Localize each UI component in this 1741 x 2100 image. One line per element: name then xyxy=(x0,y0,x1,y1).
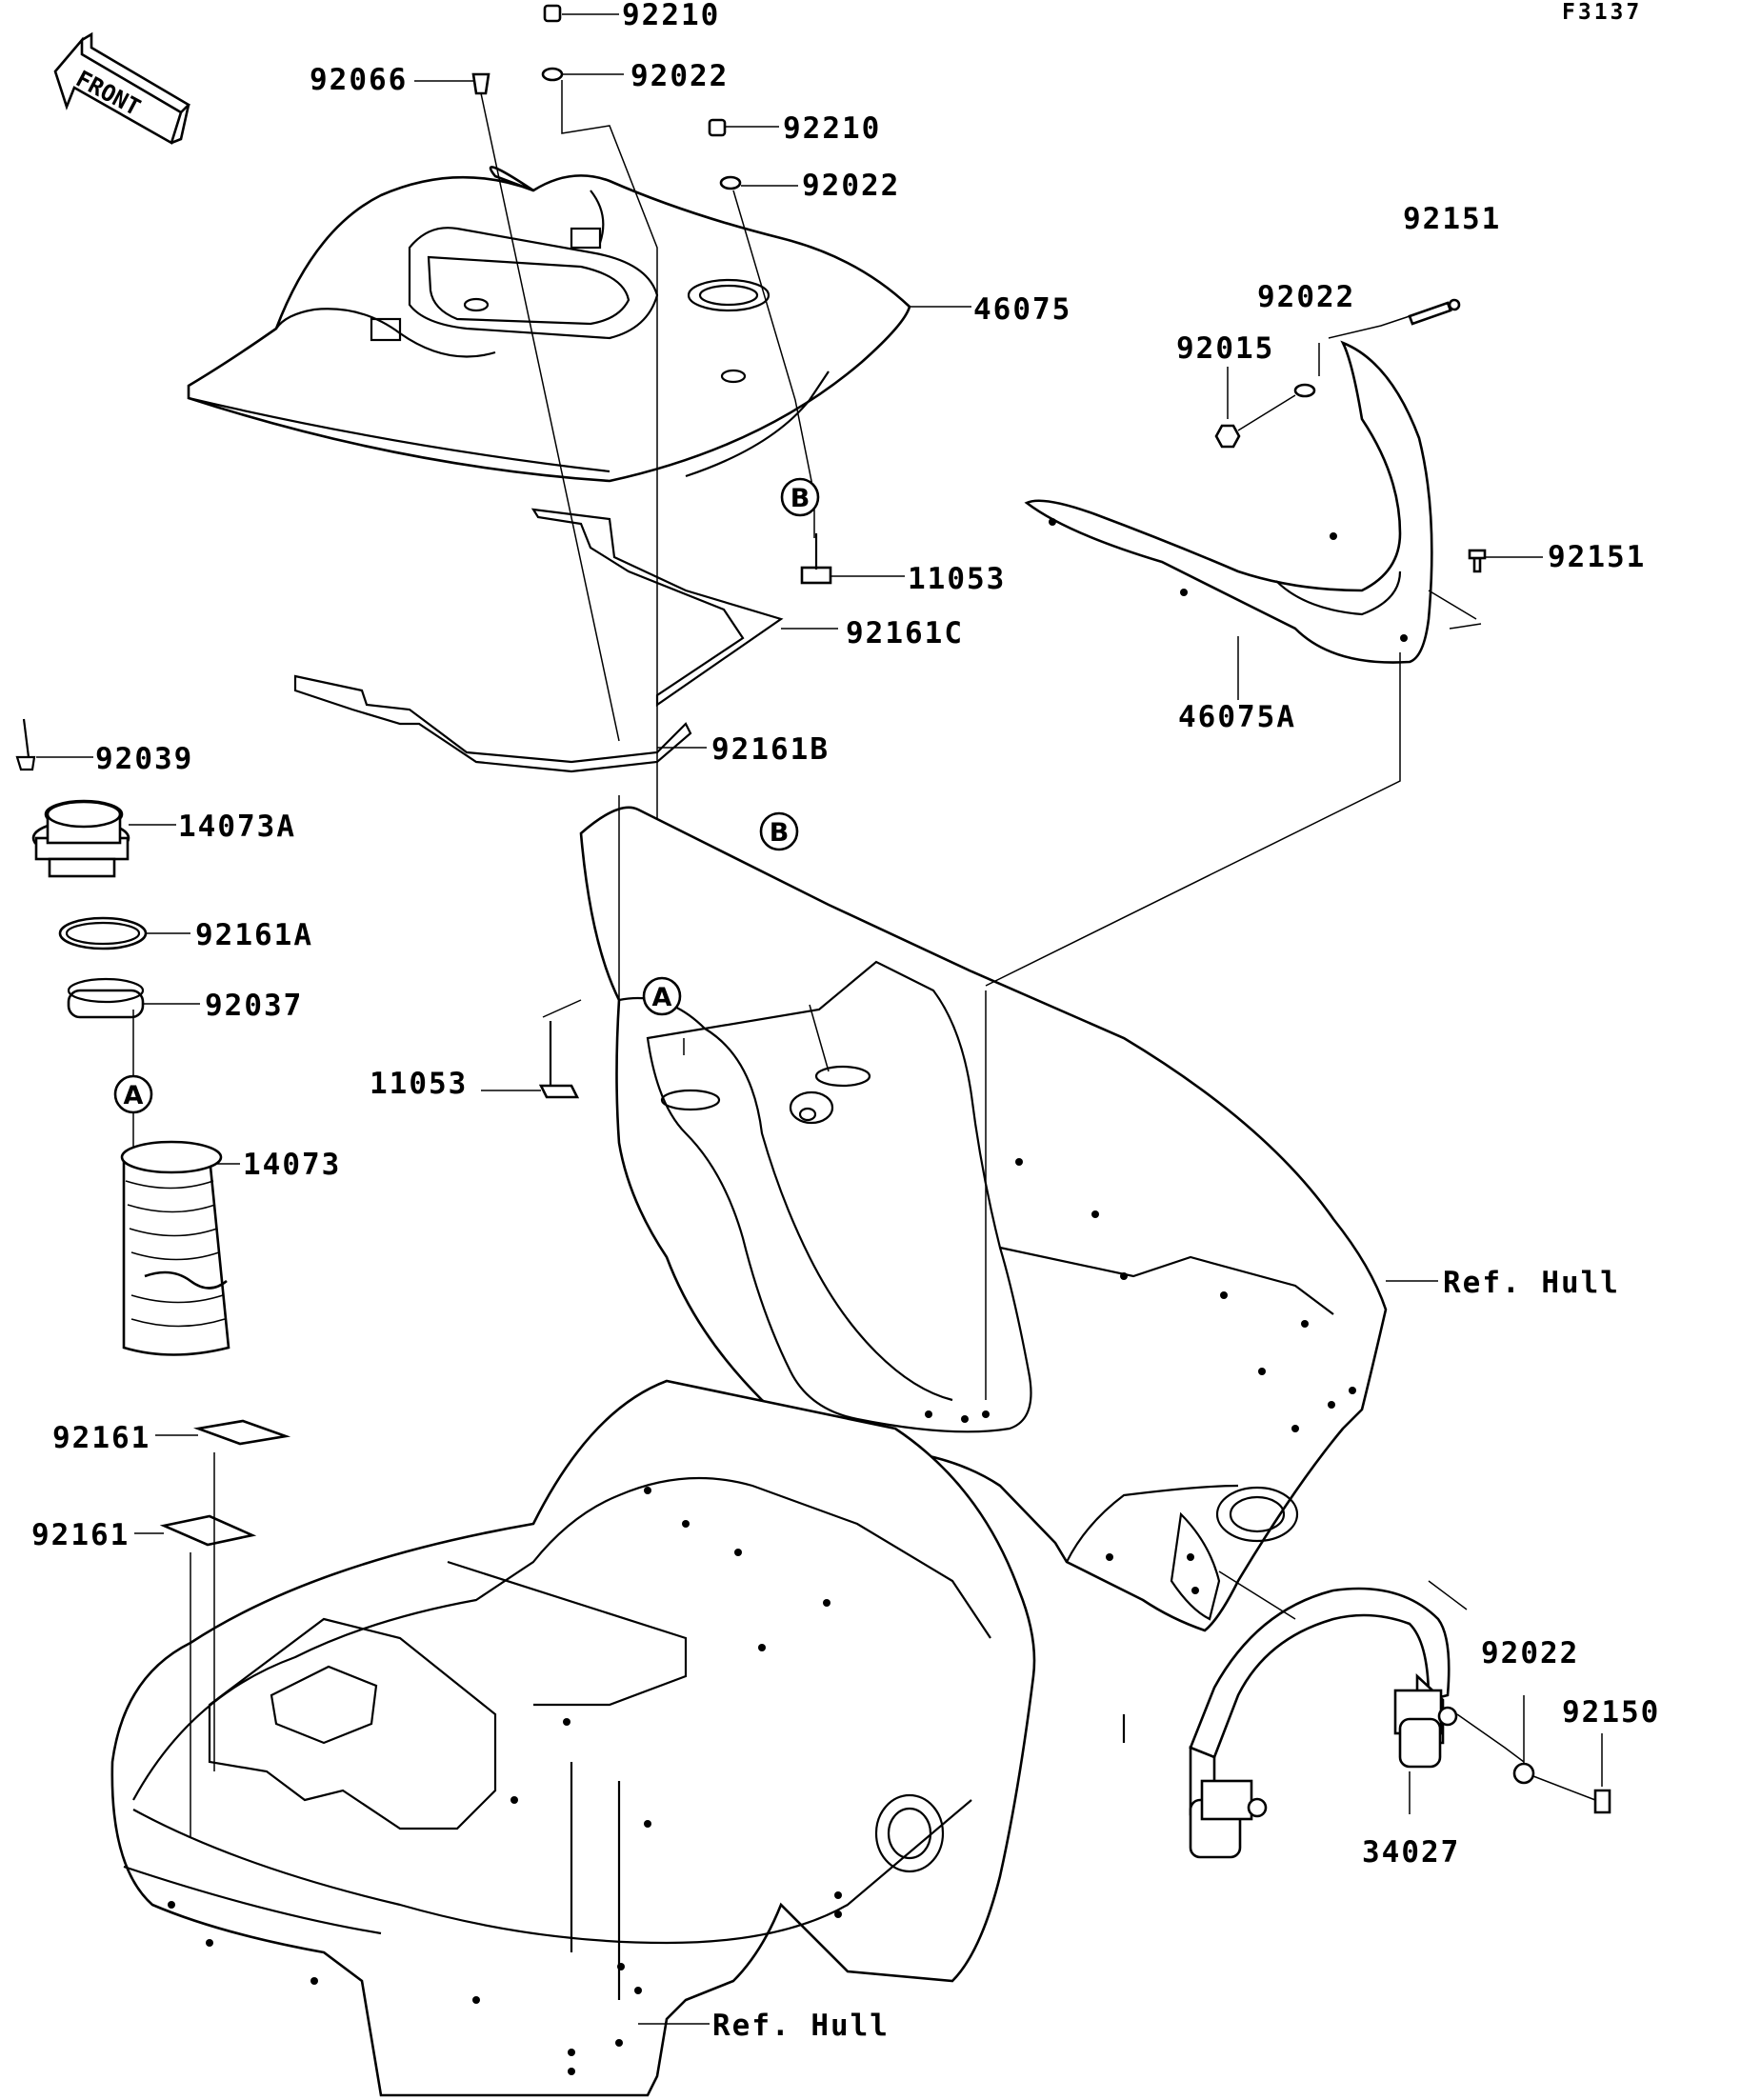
callout-92037: 92037 xyxy=(205,989,303,1023)
svg-text:A: A xyxy=(124,1081,144,1110)
svg-text:B: B xyxy=(790,484,810,513)
callout-ref-hull: Ref. Hull xyxy=(1443,1266,1620,1300)
washer-92022-mid xyxy=(719,175,742,190)
callout-92022: 92022 xyxy=(630,59,729,93)
front-cover-46075A xyxy=(1024,340,1433,664)
callout-92161A: 92161A xyxy=(195,918,313,952)
callout-92161C: 92161C xyxy=(846,616,964,650)
svg-text:A: A xyxy=(652,983,672,1012)
callout-92015: 92015 xyxy=(1176,331,1274,366)
o-ring-92161A xyxy=(58,916,148,950)
patch-92161-upper xyxy=(192,1419,291,1446)
nut-92210-mid xyxy=(708,118,727,137)
svg-text:B: B xyxy=(770,818,790,848)
callout-11053: 11053 xyxy=(370,1067,468,1101)
gasket-92161C xyxy=(530,508,784,708)
callout-14073: 14073 xyxy=(243,1148,341,1182)
callout-92161: 92161 xyxy=(31,1518,130,1552)
screw-92151-mid xyxy=(1468,549,1487,573)
callout-ref-hull: Ref. Hull xyxy=(712,2009,890,2043)
marker-b-upper: B xyxy=(780,477,820,517)
callout-92022: 92022 xyxy=(1481,1636,1579,1670)
callout-92210: 92210 xyxy=(622,0,720,32)
washer-92022-bar xyxy=(1512,1762,1535,1785)
vent-stack xyxy=(15,718,230,1356)
callout-14073A: 14073A xyxy=(178,810,296,844)
duct-14073 xyxy=(120,1140,230,1356)
bolt-92066 xyxy=(471,72,490,95)
callout-34027: 34027 xyxy=(1362,1835,1460,1870)
marker-b-lower: B xyxy=(759,811,799,851)
callout-92151: 92151 xyxy=(1548,540,1646,574)
seat-cover-46075 xyxy=(187,166,911,483)
clamp-92037 xyxy=(67,977,145,1019)
bolt-11053-upper xyxy=(800,533,832,585)
callout-46075A: 46075A xyxy=(1178,700,1296,734)
handle-34027 xyxy=(1189,1587,1458,1859)
gasket-92161B xyxy=(293,674,692,773)
marker-a-hull: A xyxy=(642,976,682,1016)
callout-92039: 92039 xyxy=(95,742,193,776)
callout-11053: 11053 xyxy=(908,562,1006,596)
front-arrow-icon: FRONT xyxy=(53,31,191,145)
marker-a-left: A xyxy=(113,1074,153,1114)
screw-92151-top xyxy=(1408,298,1461,326)
callout-92210: 92210 xyxy=(783,111,881,146)
figure-id: F3137 xyxy=(1562,0,1642,25)
washer-92022-right xyxy=(1293,383,1316,398)
leader-lines xyxy=(36,13,1603,2025)
bolt-11053-lower xyxy=(538,1021,580,1099)
callout-46075: 46075 xyxy=(973,292,1071,327)
washer-92022-top xyxy=(541,67,564,82)
nut-92210-top xyxy=(543,4,562,23)
callout-92151: 92151 xyxy=(1403,202,1501,236)
patch-92161-lower xyxy=(159,1514,257,1547)
fastener-92015 xyxy=(1214,424,1241,449)
bolt-92150 xyxy=(1593,1789,1611,1814)
callout-92022: 92022 xyxy=(802,169,900,203)
callout-92161B: 92161B xyxy=(711,732,830,767)
vent-cap-14073A xyxy=(31,799,130,878)
upper-hull xyxy=(579,806,1388,1632)
callout-92150: 92150 xyxy=(1562,1695,1660,1730)
callout-92022: 92022 xyxy=(1257,280,1355,314)
lower-hull xyxy=(110,1379,1126,2097)
callout-92066: 92066 xyxy=(310,63,408,97)
callout-92161: 92161 xyxy=(52,1421,150,1455)
